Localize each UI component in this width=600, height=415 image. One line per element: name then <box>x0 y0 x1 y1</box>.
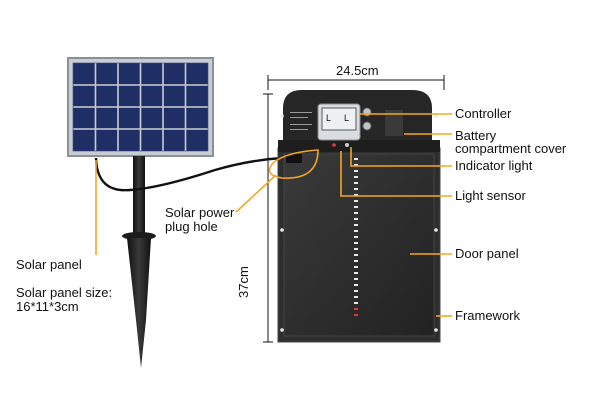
solar-panel-size-title: Solar panel size: <box>16 285 113 300</box>
light-sensor-label: Light sensor <box>455 188 526 203</box>
solar-panel <box>67 57 214 157</box>
width-dimension-label: 24.5cm <box>336 63 379 78</box>
plug-hole-label-line2: plug hole <box>165 219 218 234</box>
leader-lines <box>95 113 452 317</box>
dimension-lines <box>263 75 445 343</box>
indicator-light-label: Indicator light <box>455 158 533 173</box>
plug-hole-label-line1: Solar power <box>165 205 235 220</box>
controller-label: Controller <box>455 106 512 121</box>
solar-panel-label: Solar panel <box>16 257 82 272</box>
screen-right-digit: L <box>344 113 350 123</box>
height-dimension-label: 37cm <box>236 266 251 298</box>
screen-left-digit: L <box>326 113 332 123</box>
battery-label-line1: Battery <box>455 128 497 143</box>
door-unit <box>277 90 441 343</box>
power-cable <box>94 156 283 192</box>
mounting-stake <box>122 156 156 368</box>
solar-panel-size-value: 16*11*3cm <box>16 299 79 314</box>
door-panel-label: Door panel <box>455 246 519 261</box>
battery-label-line2: compartment cover <box>455 141 567 156</box>
framework-label: Framework <box>455 308 521 323</box>
